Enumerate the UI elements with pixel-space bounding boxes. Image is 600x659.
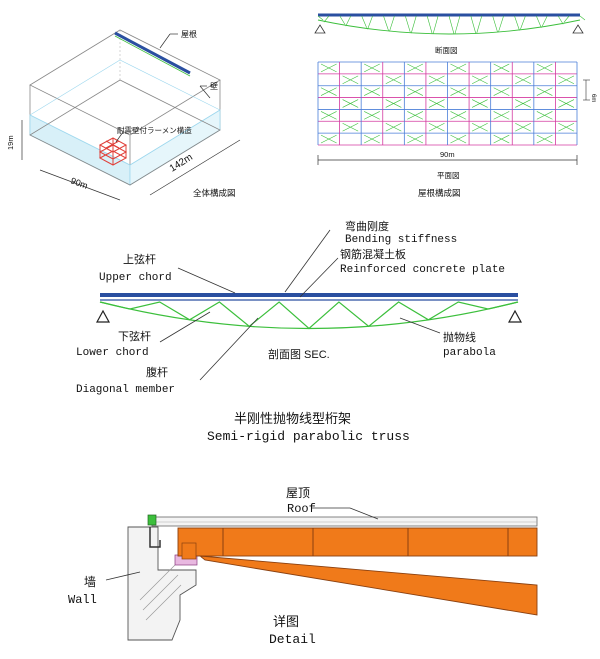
- wall-body: [127, 526, 197, 641]
- sec-label: 剖面图 SEC.: [268, 347, 330, 361]
- dim-span: 90m: [440, 150, 455, 159]
- overview-caption: 全体構成図: [193, 188, 236, 198]
- support-left-icon: [95, 309, 111, 323]
- parabola-zh: 抛物线: [443, 330, 476, 344]
- diagonal-zh: 腹杆: [146, 365, 168, 379]
- lower-chord-zh: 下弦杆: [118, 329, 151, 343]
- diagonal-members: [99, 301, 519, 330]
- rc-plate-en: Reinforced concrete plate: [340, 264, 505, 276]
- detail-zh: 详图: [273, 614, 299, 629]
- overview-drawing: [21, 29, 241, 201]
- roof-plan-caption: 屋根構成図: [418, 188, 461, 198]
- wall-side: [129, 109, 221, 186]
- lower-chord-en: Lower chord: [76, 347, 149, 359]
- diagonal-en: Diagonal member: [76, 384, 175, 396]
- plan-caption: 平面図: [437, 171, 460, 180]
- dim-width: 90m: [69, 175, 89, 190]
- dim-height: 19m: [6, 135, 15, 150]
- label-frame: 耐震壁付ラーメン構造: [117, 125, 192, 135]
- wall-en: Wall: [68, 593, 97, 607]
- dim-bay: 6m: [590, 94, 596, 102]
- roof-plate: [151, 516, 538, 527]
- parabola-en: parabola: [443, 347, 496, 359]
- support-left-icon: [314, 24, 326, 34]
- roof-en: Roof: [287, 502, 316, 516]
- support-right-icon: [507, 309, 523, 323]
- truss-section: [95, 229, 523, 381]
- bending-zh: 弯曲刚度: [345, 219, 389, 233]
- steel-beam: [177, 527, 538, 557]
- frame-icon: [98, 137, 128, 166]
- wall-zh: 墙: [84, 575, 96, 589]
- bending-en: Bending stiffness: [345, 234, 457, 246]
- upper-chord-en: Upper chord: [99, 272, 172, 284]
- roof-zh: 屋顶: [286, 486, 310, 500]
- label-roof: 屋根: [181, 29, 197, 39]
- inclined-strut: [198, 555, 538, 616]
- rc-plate-zh: 钢筋混凝土板: [340, 247, 406, 261]
- lower-chord: [99, 301, 519, 330]
- section-caption: 断面図: [435, 45, 458, 55]
- roof-section-small: [314, 13, 586, 35]
- edge-fitting: [147, 514, 157, 526]
- support-right-icon: [572, 24, 584, 34]
- roof-plan-grid: [317, 61, 578, 146]
- upper-chord-zh: 上弦杆: [123, 252, 156, 266]
- label-wall: 壁: [210, 81, 218, 91]
- truss-title-en: Semi-rigid parabolic truss: [207, 429, 410, 444]
- detail-en: Detail: [269, 632, 316, 647]
- detail-drawing: [105, 507, 538, 641]
- truss-title-zh: 半刚性抛物线型桁架: [234, 411, 351, 426]
